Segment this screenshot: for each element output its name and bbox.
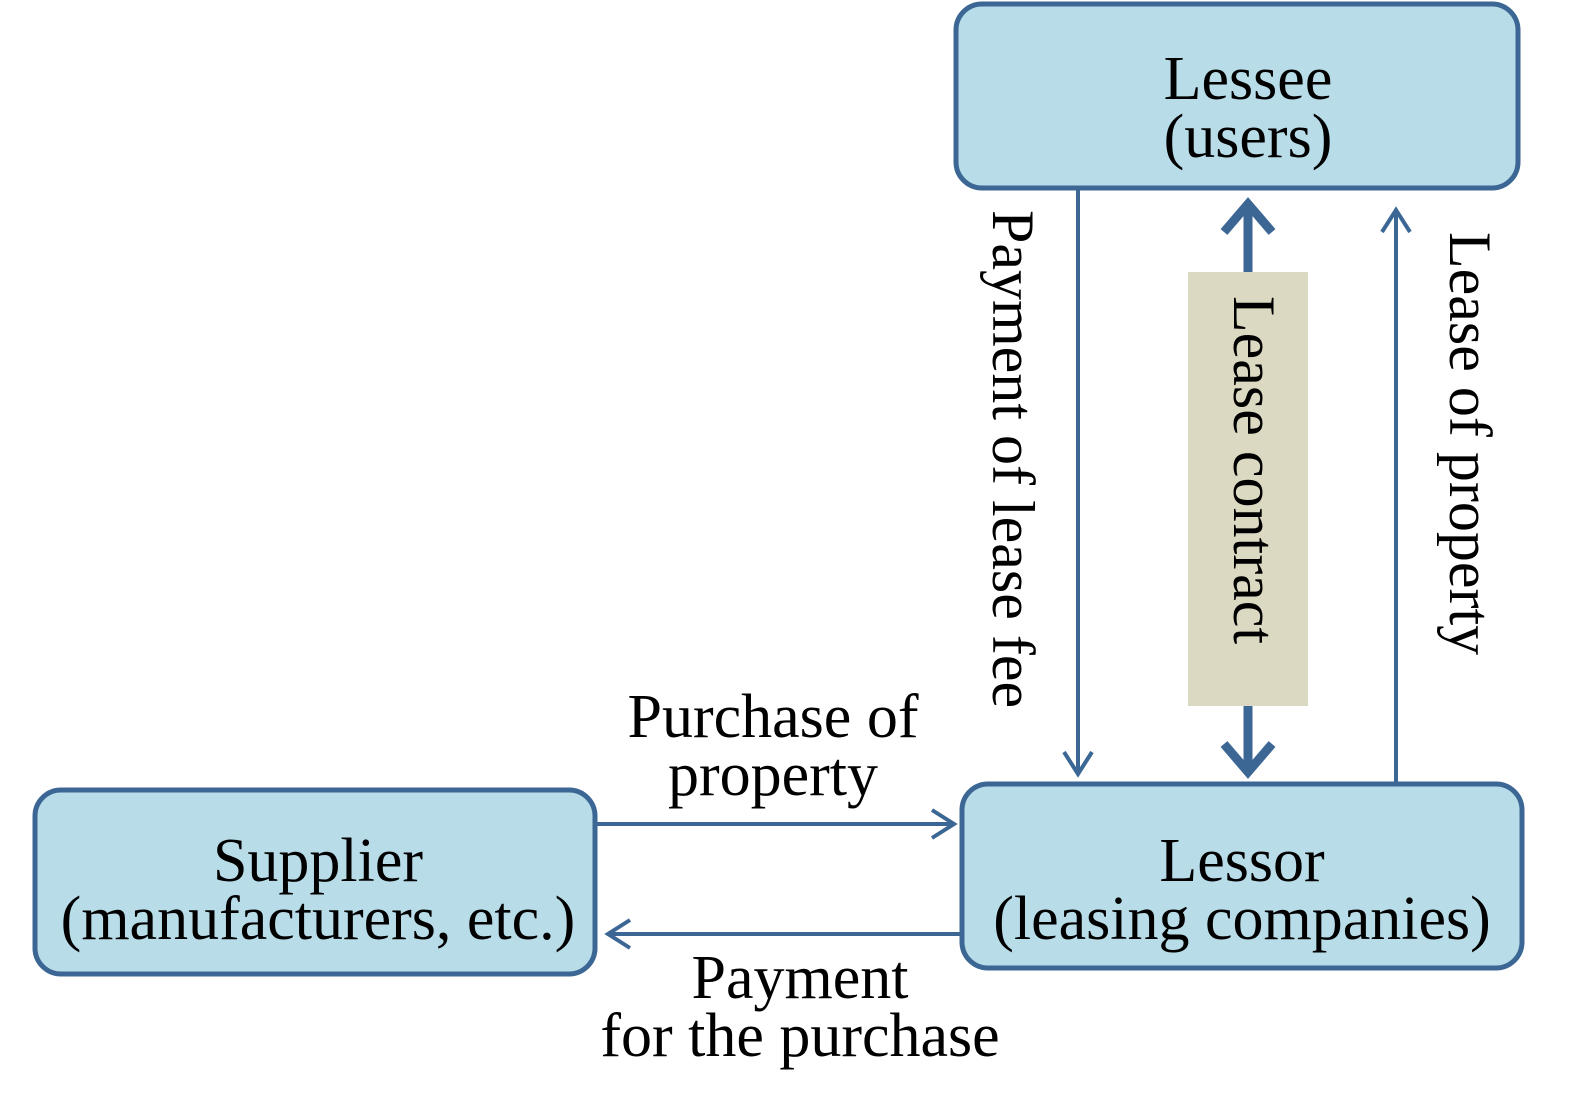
lessee-subtitle: (users)	[1164, 103, 1333, 171]
supplier-node: Supplier (manufacturers, etc.)	[32, 787, 598, 977]
payment-for-purchase-label-line2: for the purchase	[600, 1002, 999, 1070]
lease-of-property-label: Lease of property	[1437, 232, 1503, 655]
lessor-subtitle: (leasing companies)	[993, 885, 1491, 953]
lease-contract-label: Lease contract	[1221, 296, 1287, 644]
supplier-box	[32, 787, 598, 977]
supplier-title: Supplier	[213, 827, 423, 895]
lease-of-property-edge: Lease of property	[1380, 206, 1503, 782]
lessee-box	[953, 1, 1521, 191]
payment-of-lease-fee-label: Payment of lease fee	[980, 210, 1046, 708]
lease-contract-arrowhead-up	[1220, 197, 1276, 235]
lease-contract-label-box	[1188, 272, 1308, 706]
purchase-of-property-label-line2: property	[668, 741, 878, 809]
lessor-box	[959, 781, 1525, 971]
purchase-of-property-label-line1: Purchase of	[628, 683, 919, 751]
lease-contract-arrowhead-down	[1220, 741, 1276, 779]
purchase-of-property-arrowhead	[930, 808, 958, 840]
lease-of-property-arrowhead	[1380, 206, 1412, 234]
lease-contract-edge: Lease contract	[1188, 197, 1308, 779]
payment-of-lease-fee-edge: Payment of lease fee	[980, 190, 1094, 778]
lessee-title: Lessee	[1164, 45, 1333, 113]
payment-for-purchase-arrowhead	[604, 918, 632, 950]
purchase-of-property-edge: Purchase of property	[597, 683, 958, 840]
payment-for-purchase-label-line1: Payment	[692, 944, 909, 1012]
payment-for-purchase-edge: Payment for the purchase	[600, 918, 1000, 1070]
lessor-title: Lessor	[1159, 827, 1325, 895]
supplier-subtitle: (manufacturers, etc.)	[61, 885, 576, 953]
lessor-node: Lessor (leasing companies)	[959, 781, 1525, 971]
lessee-node: Lessee (users)	[953, 1, 1521, 191]
payment-of-lease-fee-arrowhead	[1062, 750, 1094, 778]
